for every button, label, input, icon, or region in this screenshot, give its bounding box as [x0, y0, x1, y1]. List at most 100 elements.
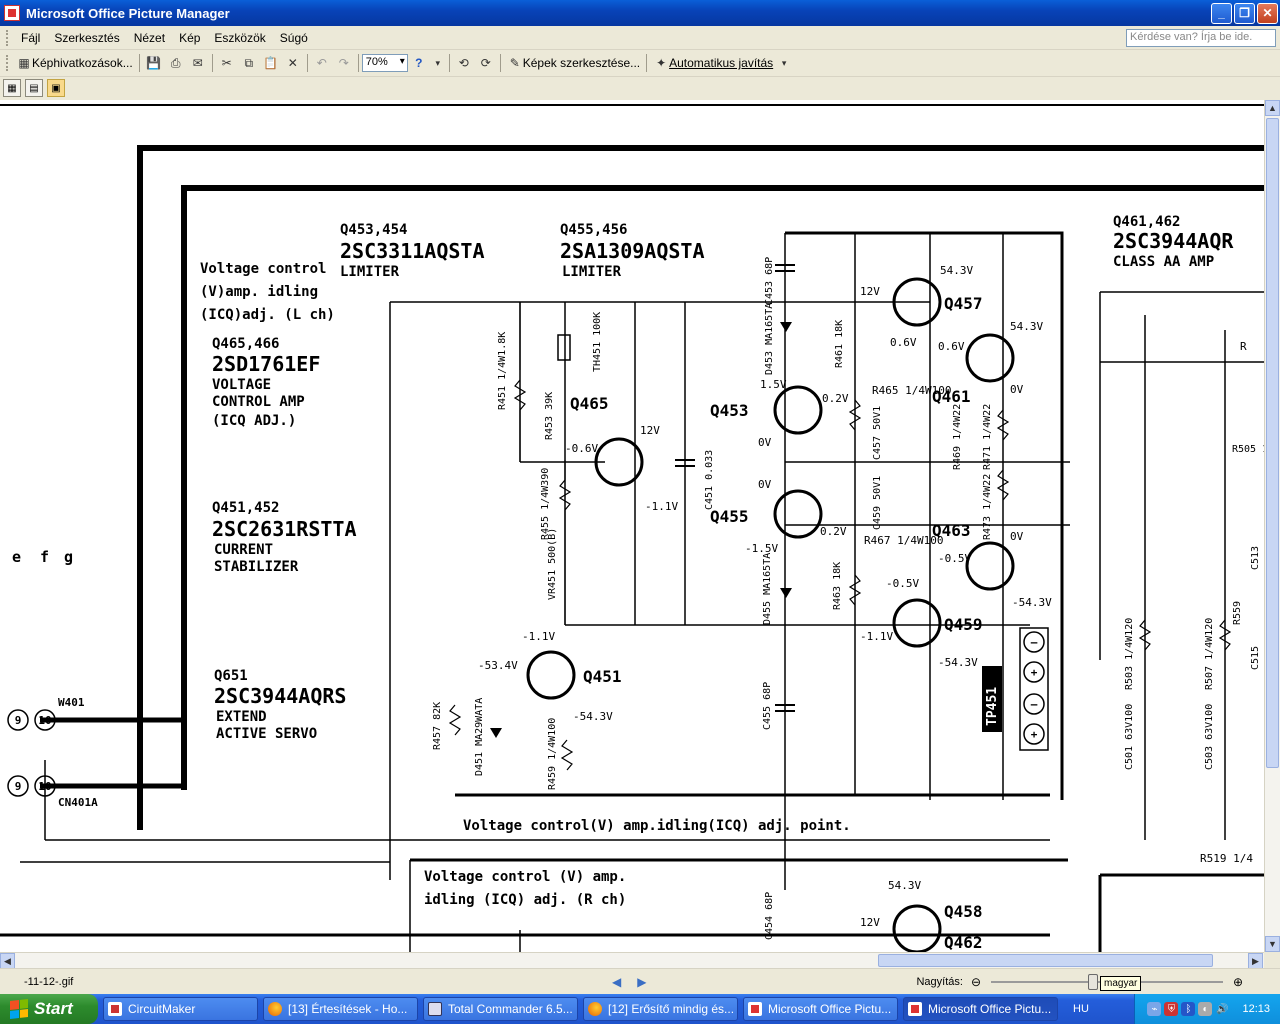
zoom-in-icon[interactable]: ⊕ [1233, 974, 1244, 989]
picture-manager-icon [908, 1002, 922, 1016]
help-button[interactable]: ? [408, 52, 430, 74]
terminal-symbol: + [1031, 666, 1038, 679]
menu-edit[interactable]: Szerkesztés [54, 30, 120, 45]
component-label: R469 1/4W22 [952, 404, 963, 470]
zoom-slider-thumb[interactable] [1088, 973, 1098, 990]
schematic-label: CN401A [58, 796, 98, 809]
shield-icon[interactable]: ⛨ [1164, 1002, 1179, 1016]
schematic-label: Q459 [944, 615, 983, 634]
scroll-down-icon[interactable]: ▼ [1265, 936, 1280, 952]
rotate-left-button[interactable]: ⟲ [453, 52, 475, 74]
schematic-label: 2SC3944AQRS [214, 684, 346, 708]
schematic-label: Q458 [944, 902, 983, 921]
previous-picture-icon[interactable]: ◀ [612, 974, 622, 989]
volume-icon[interactable]: 🔊 [1216, 1003, 1229, 1015]
terminal-symbol: + [1031, 728, 1038, 741]
schematic-label: e [12, 548, 21, 566]
component-label: C513 [1250, 546, 1261, 570]
firefox-icon [588, 1002, 602, 1016]
schematic-label: CURRENT [214, 542, 273, 558]
tp451-label: TP451 [985, 687, 1000, 726]
schematic-label: Q455 [710, 507, 749, 526]
menu-tools[interactable]: Eszközök [214, 30, 266, 45]
filmstrip-view-button[interactable]: ▤ [25, 79, 43, 97]
voltage-label: -54.3V [938, 656, 978, 669]
save-button[interactable]: 💾 [143, 52, 165, 74]
auto-correct-button[interactable]: ✦ Automatikus javítás [650, 52, 776, 74]
horizontal-scroll-thumb[interactable] [878, 954, 1213, 967]
component-label: R453 39K [544, 392, 555, 440]
schematic-label: Q457 [944, 294, 983, 313]
picture-shortcuts-button[interactable]: ▦ Képhivatkozások... [13, 52, 136, 74]
redo-button[interactable]: ↷ [333, 52, 355, 74]
voltage-label: 0.6V [890, 336, 917, 349]
toolbar-options-icon[interactable]: ▾ [435, 57, 440, 68]
scroll-right-icon[interactable]: ▶ [1248, 953, 1263, 969]
scroll-up-icon[interactable]: ▲ [1265, 100, 1280, 116]
schematic-label: g [64, 548, 73, 566]
thumbnail-view-button[interactable]: ▦ [3, 79, 21, 97]
redo-icon: ↷ [338, 56, 349, 70]
delete-button[interactable]: ✕ [282, 52, 304, 74]
voltage-label: -0.5V [938, 552, 971, 565]
next-picture-icon[interactable]: ▶ [637, 974, 647, 989]
rotate-right-button[interactable]: ⟳ [475, 52, 497, 74]
paste-button[interactable]: 📋 [260, 52, 282, 74]
voltage-label: -1.1V [522, 630, 555, 643]
menu-view[interactable]: Nézet [133, 30, 166, 45]
taskbar-item-circuitmaker[interactable]: CircuitMaker [103, 997, 258, 1021]
scroll-left-icon[interactable]: ◀ [0, 953, 15, 969]
schematic-label: Q463 [932, 521, 971, 540]
taskbar-item-firefox-notifications[interactable]: [13] Értesítések - Ho... [263, 997, 418, 1021]
print-button[interactable]: ⎙ [165, 52, 187, 74]
menu-picture[interactable]: Kép [179, 30, 201, 45]
edit-pictures-button[interactable]: ✎ Képek szerkesztése... [504, 52, 643, 74]
help-search-input[interactable]: Kérdése van? Írja be ide. [1126, 29, 1276, 47]
schematic-label: Q453,454 [340, 222, 407, 238]
start-button[interactable]: Start [0, 994, 98, 1024]
view-toolbar: ▦ ▤ ▣ [0, 77, 1280, 99]
voltage-label: 0V [1010, 383, 1024, 396]
edit-pictures-icon: ✎ [509, 56, 520, 70]
vertical-scroll-thumb[interactable] [1266, 118, 1279, 768]
toolbar-options-icon[interactable]: ▾ [781, 57, 787, 68]
minimize-button[interactable]: _ [1211, 2, 1232, 24]
picture-manager-icon [748, 1002, 762, 1016]
voltage-label: 12V [640, 424, 660, 437]
scissors-icon: ✂ [221, 56, 232, 70]
taskbar-item-total-commander[interactable]: Total Commander 6.5... [423, 997, 578, 1021]
horizontal-scrollbar[interactable]: ◀ ▶ [0, 952, 1264, 969]
schematic-label: STABILIZER [214, 559, 299, 575]
vertical-scrollbar[interactable]: ▲ ▼ [1264, 100, 1280, 952]
paste-icon: 📋 [263, 56, 279, 70]
schematic-label: f [40, 548, 49, 566]
voltage-label: -1.1V [860, 630, 893, 643]
menu-file[interactable]: Fájl [21, 30, 41, 45]
network-icon[interactable]: ⌁ [1147, 1002, 1162, 1016]
picture-shortcuts-label: Képhivatkozások... [32, 56, 133, 70]
voltage-label: 0.6V [938, 340, 965, 353]
close-button[interactable]: ✕ [1257, 2, 1278, 24]
copy-button[interactable]: ⧉ [238, 52, 260, 74]
single-picture-view-button[interactable]: ▣ [47, 79, 65, 97]
component-label: R [1240, 340, 1247, 353]
mail-button[interactable]: ✉ [187, 52, 209, 74]
component-label: C453 68P [764, 257, 775, 305]
bluetooth-icon[interactable]: ᛒ [1181, 1002, 1196, 1016]
zoom-select[interactable]: 70% [361, 54, 408, 72]
taskbar-item-picture-manager-2[interactable]: Microsoft Office Pictu... [903, 997, 1058, 1021]
cut-button[interactable]: ✂ [216, 52, 238, 74]
shortcuts-icon: ▦ [18, 56, 30, 70]
delete-icon: ✕ [287, 56, 298, 70]
taskbar-item-picture-manager-1[interactable]: Microsoft Office Pictu... [743, 997, 898, 1021]
schematic-label: 2SD1761EF [212, 352, 320, 376]
maximize-button[interactable]: ❐ [1234, 2, 1255, 24]
undo-button[interactable]: ↶ [311, 52, 333, 74]
language-indicator[interactable]: HU [1073, 1003, 1089, 1015]
picture-canvas[interactable]: Q453,454 2SC3311AQSTA LIMITER Q455,456 2… [0, 100, 1264, 952]
taskbar-item-firefox-amplifier[interactable]: [12] Erősítő mindig és... [583, 997, 738, 1021]
terminal-symbol: – [1031, 636, 1038, 649]
security-icon[interactable]: ◐ [1198, 1002, 1213, 1016]
zoom-out-icon[interactable]: ⊖ [970, 974, 981, 989]
menu-help[interactable]: Súgó [279, 30, 308, 45]
